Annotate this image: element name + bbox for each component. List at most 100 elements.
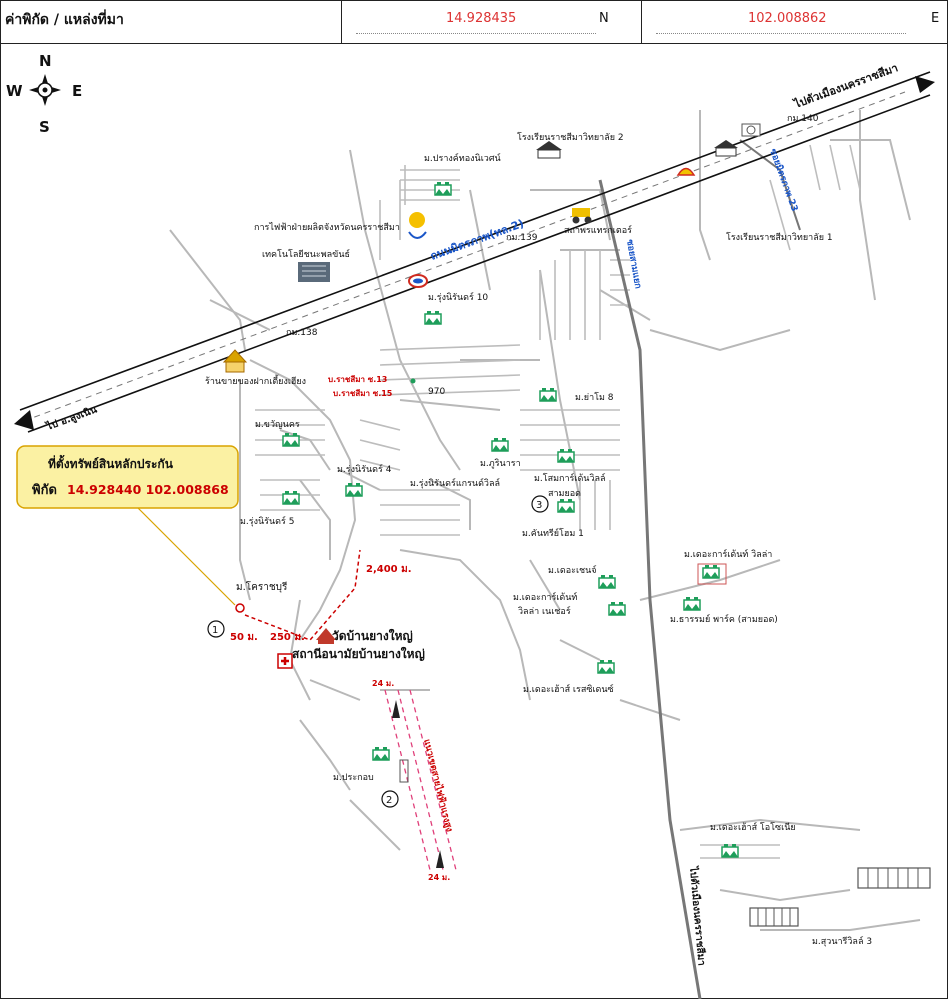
prakob-label: ม.ประกอบ (333, 773, 374, 783)
latitude-value: 14.928435 (446, 11, 517, 26)
shop-icon (222, 349, 248, 373)
village-icon (282, 432, 300, 447)
powerline-corridor (384, 689, 457, 871)
school-2-icon (536, 141, 562, 159)
route-line (244, 549, 361, 641)
prangthong-label: ม.ปรางค์ทองนิเวศน์ (424, 152, 501, 164)
callout-coord-value: 14.928440 102.008868 (67, 482, 229, 497)
d24top-label: 24 ม. (372, 679, 394, 688)
suwanna3-label: ม.สุวนารีวิลล์ 3 (812, 935, 872, 947)
pea-label: การไฟฟ้าฝ่ายผลิตจังหวัดนครราชสีมา (254, 222, 400, 233)
wat-label: วัดบ้านยางใหญ่ (332, 628, 413, 643)
village-icon (557, 498, 575, 513)
marker-1: 1 (212, 625, 218, 636)
d24bot-label: 24 ม. (428, 873, 450, 882)
km138-label: กม.138 (286, 328, 318, 338)
coordinate-header: ค่าพิกัด / แหล่งที่มา 14.928435 N 102.00… (0, 0, 948, 44)
thechain-label: ม.เดอะเชนจ์ (548, 564, 597, 576)
to-city-se-label: ไปตัวเมืองนครราชสีมา (687, 865, 709, 966)
tractor-icon (572, 208, 592, 224)
collateral-callout: ที่ตั้งทรัพย์สินหลักประกัน พิกัด 14.9284… (16, 445, 239, 509)
compass-n: N (39, 52, 52, 70)
village-markers (282, 181, 739, 858)
bor15-label: บ.ราชสีมา ซ.15 (333, 388, 393, 398)
dist2400-label: 2,400 ม. (366, 564, 412, 575)
to-sungnoen-label: ไป อ.สูงเนิน (44, 403, 99, 435)
callout-coord-label: พิกัด (32, 483, 57, 498)
village-icon (345, 482, 363, 497)
thegarden-nature-label2: วิลล่า เนเชอร์ (518, 605, 571, 617)
minor-roads (169, 110, 921, 931)
thegarden-nature-label1: ม.เดอะการ์เด้นท์ (513, 591, 577, 603)
latitude-dotline (356, 33, 596, 34)
powerline-label: แนวเขตสายไฟฟ้าแรงสูง (421, 738, 456, 833)
school-1-icon (714, 140, 738, 157)
village-icon (721, 843, 739, 858)
village-icon (282, 490, 300, 505)
compass-s: S (39, 118, 50, 136)
longitude-dotline (656, 33, 906, 34)
health-station-icon (277, 653, 293, 669)
village-icon (372, 746, 390, 761)
numbered-markers: 1 2 3 (207, 495, 549, 808)
village-icon (683, 596, 701, 611)
landmark-icons (222, 123, 761, 669)
samyaek-label: สามยอด (548, 489, 581, 499)
techno-building-icon (298, 262, 330, 282)
tharom-label: ม.ธารรมย์ พาร์ค (สามยอด) (670, 613, 778, 625)
building-blocks (749, 867, 931, 927)
village-icon (434, 181, 452, 196)
tractor-label: สถาพรแทรกเตอร์ (564, 224, 632, 236)
village-icon (557, 448, 575, 463)
km139-label: กม.139 (506, 233, 538, 243)
arrow-ne (915, 76, 935, 93)
marker-3: 3 (536, 500, 542, 511)
thehouse-res-label: ม.เดอะเฮ้าส์ เรสซิเดนซ์ (523, 683, 614, 695)
mitraphap-highway (19, 71, 931, 433)
yamo8-label: ม.ย่าโม 8 (575, 392, 614, 403)
village-icon (608, 601, 626, 616)
soi-samyaek-road (598, 179, 702, 999)
village-icon (539, 387, 557, 402)
temple-icon (316, 628, 336, 644)
soi-samyaek-label: ซอยสามแยก (624, 239, 642, 290)
d250-label: 250 ม. (270, 632, 305, 643)
rungnirun5-label: ม.รุ่งนิรันดร์ 5 (240, 515, 294, 527)
thegarden-villa-label: ม.เดอะการ์เด้นท์ วิลล่า (684, 548, 772, 560)
latitude-unit: N (599, 11, 609, 26)
soi-junction-dot (410, 378, 416, 384)
kantree-label: ม.คันทรีย์โฮม 1 (522, 527, 584, 539)
d50-label: 50 ม. (230, 632, 258, 643)
header-title: ค่าพิกัด / แหล่งที่มา (5, 12, 124, 28)
shell-logo-icon (676, 167, 696, 176)
village-icon (424, 310, 442, 325)
school1-label: โรงเรียนราชสีมาวิทยาลัย 1 (726, 232, 833, 243)
collateral-location-mark (235, 603, 245, 613)
callout-title: ที่ตั้งทรัพย์สินหลักประกัน (48, 454, 174, 471)
shop-label: ร้านขายของฝากเตี้ยงเฮียง (205, 374, 306, 387)
korat-buri-label: ม.โคราชบุรี (236, 580, 288, 593)
village-icon (598, 574, 616, 589)
km140-label: กม.140 (787, 114, 819, 124)
rungnirun10-label: ม.รุ่งนิรันดร์ 10 (428, 291, 488, 303)
village-icon (491, 437, 509, 452)
r970-label: 970 (428, 387, 445, 397)
longitude-cell: 102.008862 E (641, 1, 948, 43)
compass-rose: N S W E (6, 52, 82, 136)
compass-w: W (6, 82, 23, 100)
latitude-cell: 14.928435 N (341, 1, 642, 43)
village-icon (597, 659, 615, 674)
thehouse-oasis-label: ม.เดอะเฮ้าส์ โอโซเนีย (710, 821, 796, 833)
school2-label: โรงเรียนราชสีมาวิทยาลัย 2 (517, 132, 624, 143)
techno-label: เทคโนโลยีชนะพลขันธ์ (262, 248, 350, 260)
compass-e: E (72, 82, 82, 100)
soi-mitraphap23-road (739, 139, 801, 231)
soi-mitraphap23-label: ซอยมิตรภาพ 23 (767, 147, 800, 213)
health-label: สถานีอนามัยบ้านยางใหญ่ (292, 646, 425, 661)
longitude-value: 102.008862 (748, 11, 827, 26)
mazda-logo-icon (741, 123, 761, 137)
callout-pointer (137, 507, 236, 606)
rungnirun-grand-label: ม.รุ่งนิรันดร์แกรนด์วิลล์ (410, 477, 500, 489)
